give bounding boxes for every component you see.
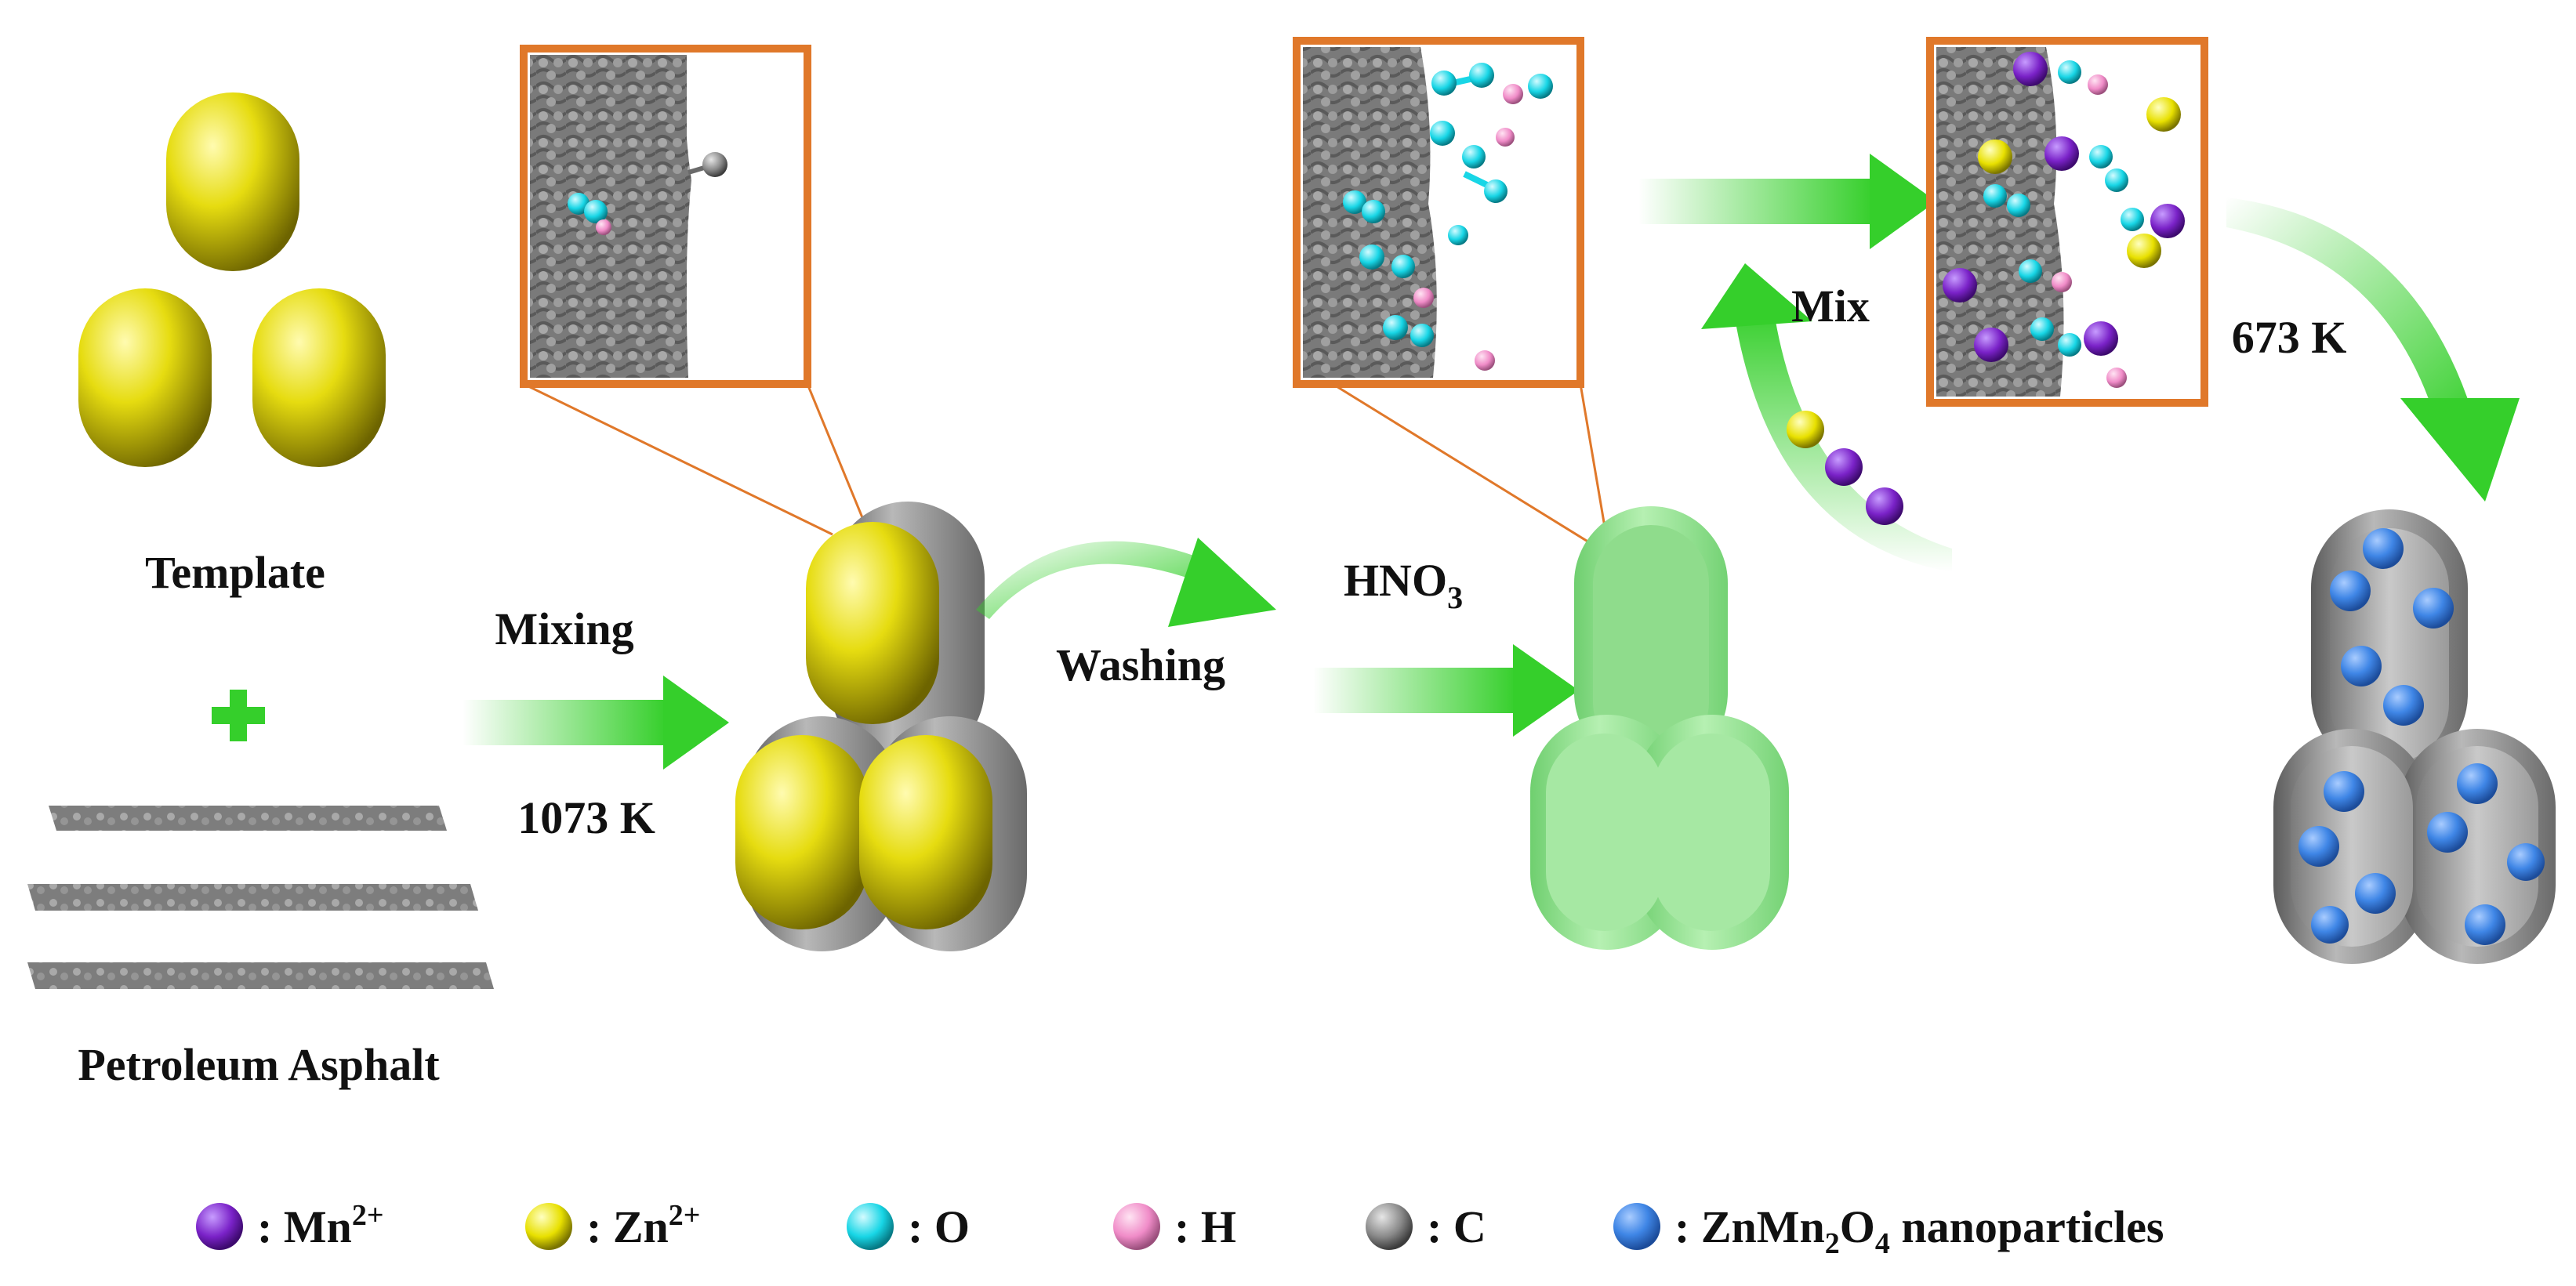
legend-label-o: : O (908, 1201, 970, 1252)
legend-item-o: : O (847, 1201, 970, 1252)
legend-swatch-c (1366, 1203, 1413, 1250)
temp-1073-label: 1073 K (517, 792, 655, 843)
washing-label: Washing (1056, 639, 1225, 690)
petroleum-asphalt-label: Petroleum Asphalt (78, 1039, 440, 1090)
mixing-arrow (463, 676, 729, 770)
template-label: Template (145, 547, 325, 598)
legend-item-znmn2o4: : ZnMn2O4 nanoparticles (1613, 1201, 2164, 1260)
inset-functionalized-carbon (1293, 37, 1584, 388)
legend-swatch-znmn2o4 (1613, 1203, 1660, 1250)
metal-ion-spheres (1787, 411, 1903, 525)
hno3-label: HNO3 (1344, 555, 1463, 615)
legend-swatch-mn (196, 1203, 243, 1250)
inset-2-zoom-lines (1332, 382, 1609, 550)
template-capsules (78, 92, 386, 467)
mix-label: Mix (1791, 281, 1870, 331)
inset-carbon-surface (520, 45, 811, 388)
inset-metal-loaded-carbon (1926, 37, 2208, 407)
legend-swatch-zn (525, 1203, 572, 1250)
legend-swatch-o (847, 1203, 894, 1250)
legend: : Mn2+ : Zn2+ : O : H : C : ZnMn2O4 nanoparti… (196, 1199, 2164, 1260)
calcination-arrow (2226, 197, 2520, 502)
legend-item-mn: : Mn2+ (196, 1199, 383, 1252)
znmn2o4-carbon-product (2273, 509, 2556, 964)
plus-icon (212, 690, 265, 741)
legend-label-h: : H (1174, 1201, 1236, 1252)
hollow-carbon (1530, 506, 1789, 950)
hno3-arrow (1313, 644, 1579, 737)
template-capsule-top (166, 92, 299, 271)
legend-label-c: : C (1427, 1201, 1486, 1252)
inset-3-atoms (1943, 52, 2185, 388)
template-capsule-left (78, 288, 212, 467)
template-capsule-right (252, 288, 386, 467)
nanoparticles (2298, 528, 2545, 945)
impregnation-arrow (1638, 154, 1936, 249)
temp-673-label: 673 K (2232, 312, 2347, 363)
legend-label-mn: : Mn2+ (257, 1199, 383, 1252)
legend-label-znmn2o4: : ZnMn2O4 nanoparticles (1674, 1201, 2164, 1260)
inset-2-functional-groups (1343, 63, 1553, 371)
washing-arrow (976, 538, 1276, 627)
mix-arrow (1701, 263, 1952, 572)
asphalt-sheets (27, 806, 494, 989)
inset-1-zoom-lines (523, 382, 869, 536)
mixing-label: Mixing (495, 603, 633, 654)
carbon-template-composite (735, 502, 1027, 951)
legend-swatch-h (1113, 1203, 1160, 1250)
legend-label-zn: : Zn2+ (586, 1199, 700, 1252)
legend-item-zn: : Zn2+ (525, 1199, 700, 1252)
legend-item-h: : H (1113, 1201, 1236, 1252)
legend-item-c: : C (1366, 1201, 1486, 1252)
